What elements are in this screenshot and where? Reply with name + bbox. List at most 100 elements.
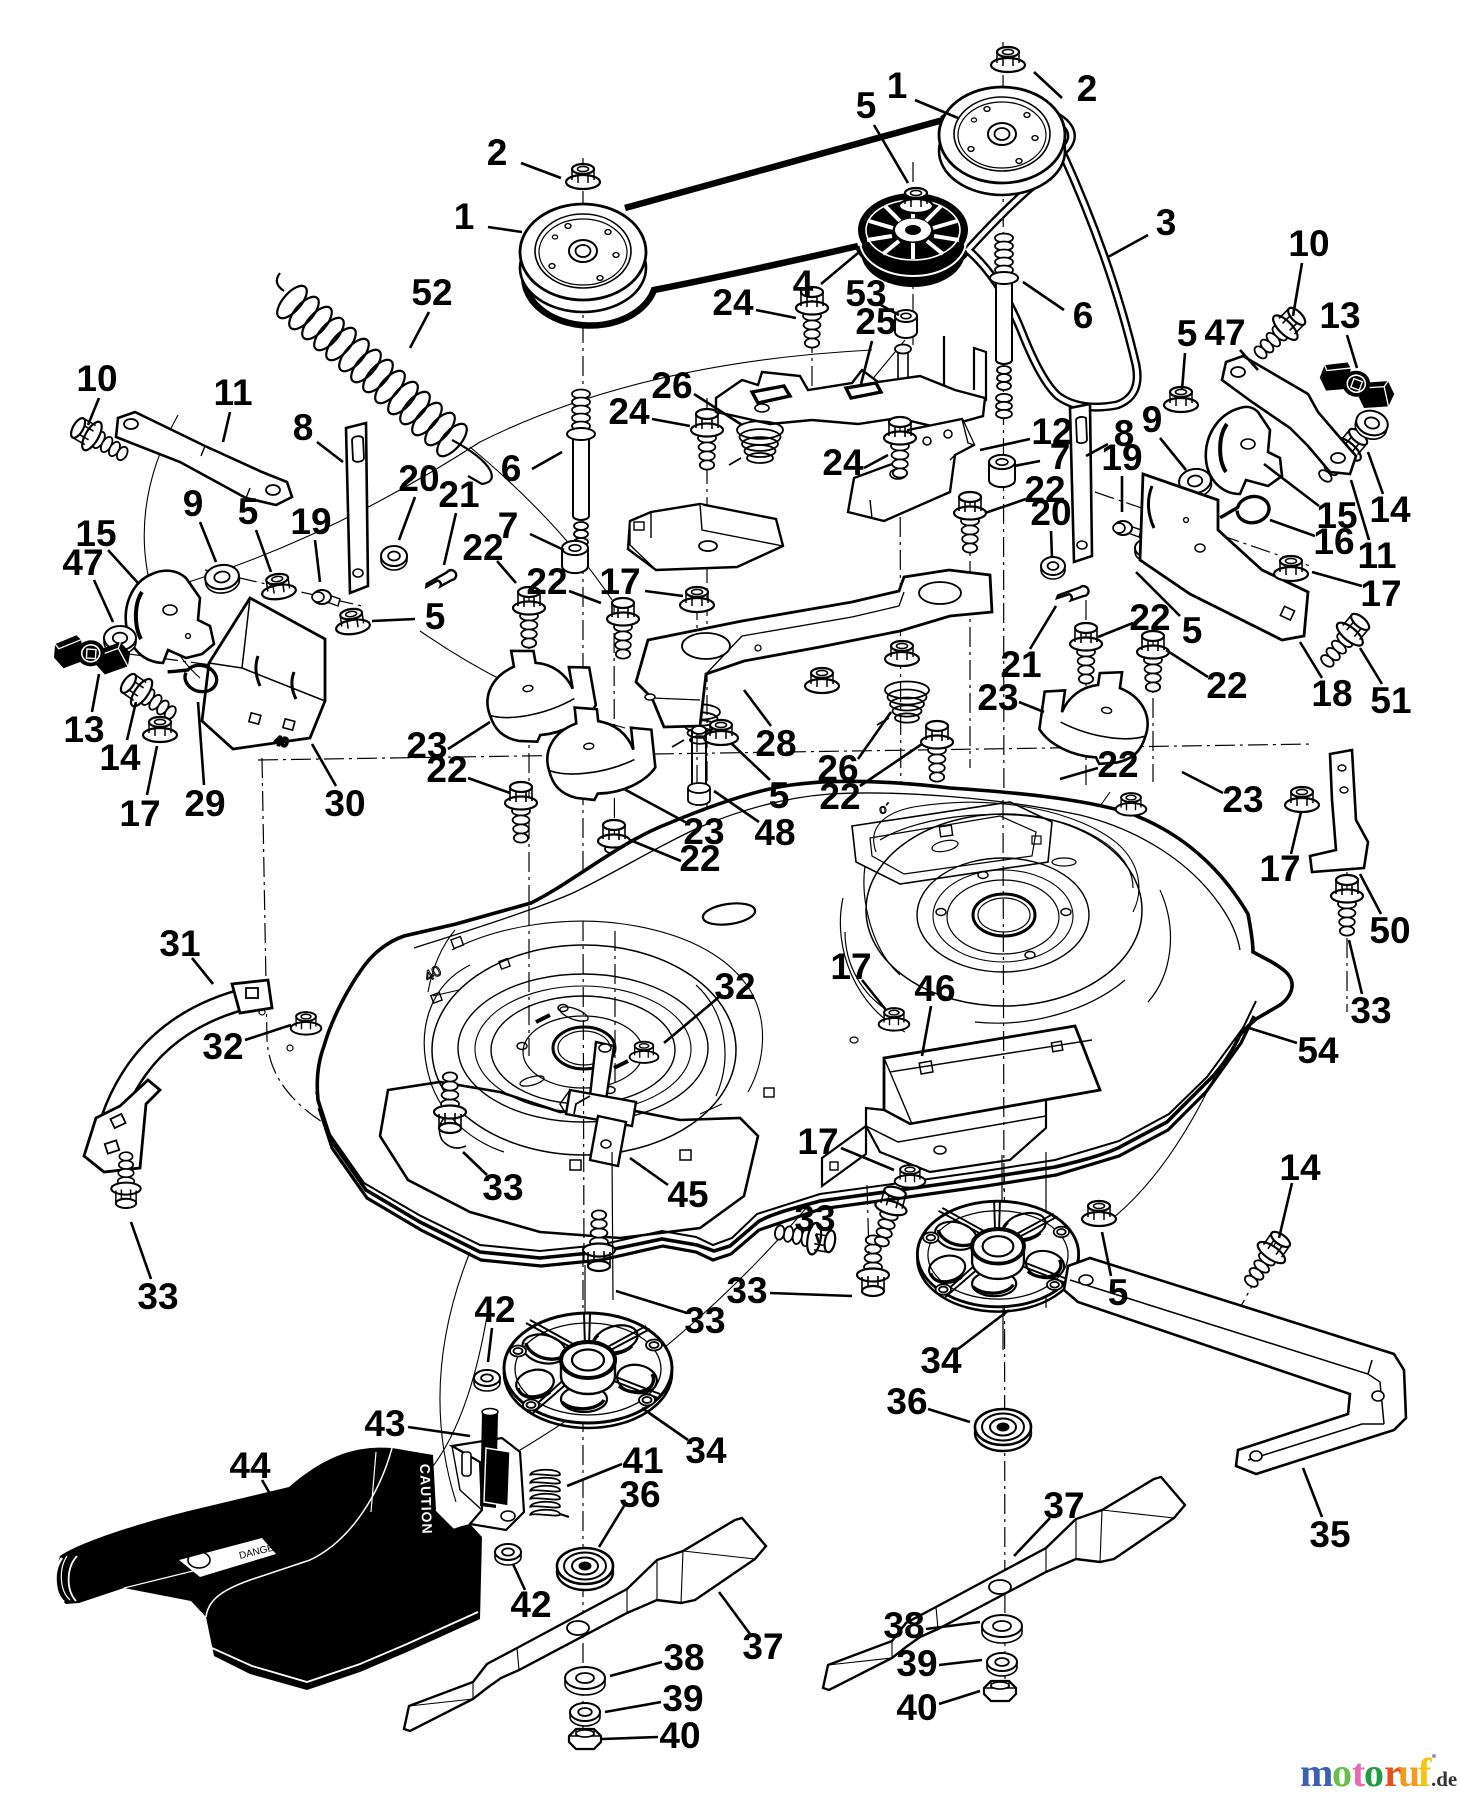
svg-text:17: 17: [119, 793, 160, 834]
svg-text:14: 14: [99, 737, 141, 778]
svg-text:38: 38: [663, 1637, 704, 1678]
svg-text:23: 23: [1222, 779, 1263, 820]
svg-text:31: 31: [159, 923, 200, 964]
svg-text:24: 24: [822, 442, 864, 483]
svg-text:34: 34: [685, 1430, 727, 1471]
svg-text:11: 11: [1357, 535, 1396, 576]
svg-text:46: 46: [914, 968, 955, 1009]
svg-text:25: 25: [855, 301, 896, 342]
svg-text:34: 34: [920, 1340, 962, 1381]
svg-text:40: 40: [422, 962, 445, 985]
svg-text:1: 1: [454, 196, 475, 237]
svg-text:9: 9: [1142, 399, 1163, 440]
svg-text:r: r: [1384, 1750, 1402, 1795]
svg-text:7: 7: [1050, 436, 1071, 477]
svg-text:33: 33: [1350, 990, 1391, 1031]
svg-text:36: 36: [886, 1381, 927, 1422]
svg-text:17: 17: [797, 1121, 838, 1162]
svg-text:3: 3: [1156, 202, 1177, 243]
svg-text:22: 22: [679, 838, 720, 879]
svg-text:19: 19: [1101, 437, 1142, 478]
svg-text:24: 24: [608, 391, 650, 432]
svg-text:22: 22: [526, 561, 567, 602]
svg-text:23: 23: [406, 725, 447, 766]
svg-text:17: 17: [1259, 848, 1300, 889]
svg-text:15: 15: [75, 513, 116, 554]
svg-text:36: 36: [619, 1474, 660, 1515]
svg-text:47: 47: [62, 542, 103, 583]
svg-text:13: 13: [1319, 295, 1360, 336]
svg-text:17: 17: [830, 946, 871, 987]
svg-text:41: 41: [622, 1440, 663, 1481]
svg-text:.de: .de: [1431, 1767, 1457, 1791]
svg-text:o: o: [1332, 1750, 1352, 1795]
svg-text:5: 5: [1177, 313, 1198, 354]
svg-text:15: 15: [1316, 495, 1357, 536]
svg-text:29: 29: [184, 783, 225, 824]
svg-text:24: 24: [712, 282, 754, 323]
svg-text:33: 33: [137, 1276, 178, 1317]
svg-text:43: 43: [364, 1403, 405, 1444]
svg-text:u: u: [1398, 1750, 1420, 1795]
svg-text:18: 18: [1311, 673, 1352, 714]
svg-text:53: 53: [845, 273, 886, 314]
svg-text:45: 45: [667, 1174, 708, 1215]
svg-text:48: 48: [754, 812, 795, 853]
svg-text:26: 26: [817, 748, 858, 789]
svg-text:11: 11: [213, 372, 252, 413]
svg-text:5: 5: [425, 596, 446, 637]
svg-text:32: 32: [202, 1026, 243, 1067]
svg-text:22: 22: [819, 776, 860, 817]
svg-text:51: 51: [1370, 680, 1411, 721]
svg-text:10: 10: [76, 358, 117, 399]
svg-text:39: 39: [662, 1678, 703, 1719]
svg-text:54: 54: [1297, 1030, 1339, 1071]
svg-text:39: 39: [896, 1643, 937, 1684]
svg-text:f: f: [1418, 1750, 1432, 1795]
svg-text:13: 13: [63, 709, 104, 750]
svg-text:20: 20: [398, 458, 439, 499]
svg-text:22: 22: [426, 749, 467, 790]
svg-text:35: 35: [1309, 1514, 1350, 1555]
svg-text:4: 4: [793, 263, 814, 304]
svg-text:9: 9: [183, 483, 204, 524]
svg-text:52: 52: [411, 272, 452, 313]
svg-text:m: m: [1300, 1750, 1333, 1795]
svg-text:5: 5: [1108, 1272, 1129, 1313]
svg-text:21: 21: [1000, 644, 1041, 685]
svg-text:19: 19: [290, 501, 331, 542]
svg-text:40: 40: [896, 1687, 937, 1728]
svg-text:40: 40: [273, 733, 289, 750]
svg-text:2: 2: [487, 132, 508, 173]
svg-text:21: 21: [438, 474, 479, 515]
svg-text:23: 23: [977, 677, 1018, 718]
svg-text:CAUTION: CAUTION: [417, 1464, 435, 1535]
svg-text:14: 14: [1279, 1147, 1321, 1188]
svg-text:7: 7: [498, 505, 519, 546]
svg-text:2: 2: [1077, 68, 1098, 109]
svg-text:o: o: [1364, 1750, 1384, 1795]
svg-text:47: 47: [1204, 312, 1245, 353]
svg-text:8: 8: [293, 407, 314, 448]
svg-text:t: t: [1352, 1750, 1366, 1795]
svg-text:23: 23: [683, 811, 724, 852]
svg-text:6: 6: [501, 448, 522, 489]
svg-text:10: 10: [1288, 223, 1329, 264]
svg-text:1: 1: [887, 65, 908, 106]
svg-text:22: 22: [1024, 469, 1065, 510]
svg-text:5: 5: [769, 775, 790, 816]
svg-text:6: 6: [1073, 295, 1094, 336]
svg-text:17: 17: [1360, 573, 1401, 614]
svg-text:17: 17: [599, 561, 640, 602]
svg-text:38: 38: [883, 1605, 924, 1646]
svg-text:28: 28: [755, 723, 796, 764]
svg-text:22: 22: [1097, 744, 1138, 785]
svg-text:5: 5: [238, 491, 259, 532]
svg-text:14: 14: [1369, 489, 1411, 530]
svg-text:40: 40: [659, 1715, 700, 1756]
svg-text:26: 26: [651, 365, 692, 406]
svg-text:12: 12: [1031, 411, 1072, 452]
svg-text:32: 32: [714, 966, 755, 1007]
svg-text:33: 33: [482, 1167, 523, 1208]
svg-text:16: 16: [1313, 521, 1354, 562]
